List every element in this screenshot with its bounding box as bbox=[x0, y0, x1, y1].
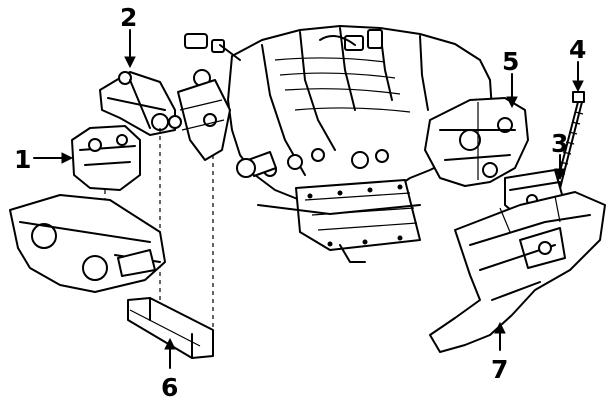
callout-5 bbox=[506, 73, 518, 109]
callout-number-3: 3 bbox=[551, 129, 568, 158]
left-upper-bracket bbox=[99, 71, 182, 300]
left-crossmember bbox=[9, 194, 166, 293]
callout-number-7: 7 bbox=[491, 355, 508, 384]
callout-number-4: 4 bbox=[569, 35, 586, 64]
callout-1 bbox=[33, 152, 74, 164]
right-mount-bracket bbox=[424, 97, 529, 187]
callout-3 bbox=[554, 154, 566, 181]
callout-7 bbox=[494, 321, 506, 351]
callout-number-1: 1 bbox=[14, 145, 31, 174]
callout-2 bbox=[124, 29, 136, 69]
lower-brace bbox=[127, 297, 214, 359]
callout-6 bbox=[164, 337, 176, 369]
callout-number-6: 6 bbox=[161, 373, 178, 402]
callout-number-5: 5 bbox=[502, 47, 519, 76]
callout-number-2: 2 bbox=[120, 3, 137, 32]
callout-4 bbox=[572, 61, 584, 93]
right-frame-rail bbox=[429, 191, 606, 353]
transaxle-assembly bbox=[177, 25, 493, 350]
